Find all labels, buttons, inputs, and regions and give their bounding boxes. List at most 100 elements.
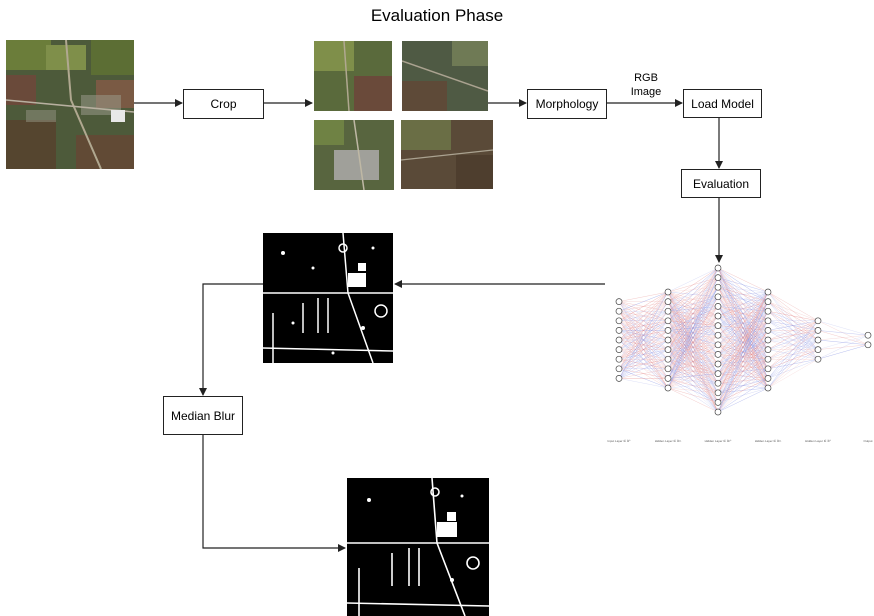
network-edge (767, 291, 819, 331)
network-neuron (714, 322, 722, 329)
network-edge (618, 378, 669, 389)
median-blur-box: Median Blur (163, 396, 243, 435)
network-edge (767, 339, 819, 350)
network-edge (767, 359, 819, 389)
network-edge (667, 267, 719, 360)
network-edge (767, 330, 819, 360)
network-edge (667, 296, 719, 389)
network-edge (817, 335, 869, 360)
network-edge (618, 311, 669, 341)
network-edge (667, 387, 719, 403)
network-neuron (764, 375, 772, 382)
network-neuron (814, 355, 822, 363)
network-edge (717, 339, 769, 413)
network-edge (767, 339, 819, 350)
network-neuron (615, 307, 623, 315)
network-edge (618, 291, 669, 369)
network-edge (667, 383, 719, 389)
network-edge (817, 344, 869, 360)
crop-tile-4 (401, 120, 493, 189)
network-edge (717, 387, 769, 413)
network-edge (717, 296, 769, 302)
network-edge (817, 330, 869, 336)
binary-mask-output (263, 233, 393, 363)
network-edge (667, 354, 719, 379)
network-edge (667, 354, 719, 360)
network-edge (618, 291, 669, 321)
network-neuron (714, 399, 722, 406)
network-edge (618, 320, 669, 379)
network-edge (667, 287, 719, 389)
network-edge (667, 373, 719, 389)
network-edge (717, 301, 769, 413)
network-edge (618, 359, 669, 369)
network-edge (618, 301, 669, 350)
network-edge (618, 330, 669, 379)
network-edge (667, 378, 719, 384)
network-edge (767, 330, 819, 360)
network-edge (667, 267, 719, 341)
network-neuron (764, 317, 772, 325)
page-title: Evaluation Phase (370, 6, 504, 25)
network-neuron (714, 274, 722, 281)
network-neuron (615, 365, 623, 373)
network-edge (767, 320, 819, 389)
network-neuron (814, 346, 822, 353)
network-neuron (714, 303, 722, 310)
network-edge (667, 373, 719, 379)
crop-tile-2 (402, 41, 488, 111)
network-edge (667, 277, 719, 360)
rgb-image-label-line2: Image (630, 86, 662, 98)
network-edge (767, 320, 819, 369)
network-edge (717, 378, 769, 413)
network-edge (817, 335, 869, 341)
network-edge (767, 311, 819, 331)
network-edge (667, 363, 719, 379)
network-edge (667, 267, 719, 389)
network-neuron (814, 336, 822, 344)
network-edge (618, 320, 669, 331)
network-edge (667, 267, 719, 293)
network-edge (618, 349, 669, 360)
blurred-mask-output (347, 478, 489, 616)
network-edge (717, 330, 769, 403)
network-edge (667, 335, 719, 389)
network-neuron (615, 298, 623, 305)
network-neuron (664, 307, 672, 315)
network-layer-label: Hidden Layer ∈ ℝ¹¹ (655, 439, 682, 443)
network-edge (767, 320, 819, 341)
network-edge (717, 287, 769, 293)
network-edge (717, 291, 769, 384)
network-edge (767, 330, 819, 350)
network-edge (717, 311, 769, 355)
network-edge (717, 291, 769, 365)
network-edge (717, 349, 769, 413)
network-edge (817, 320, 869, 336)
rgb-image-label: RGB Image (622, 71, 670, 99)
network-neuron (664, 384, 672, 392)
network-layer-label: Hidden Layer ∈ ℝ⁵ (805, 439, 832, 443)
network-edge (717, 291, 769, 413)
network-edge (767, 320, 819, 350)
network-edge (618, 320, 669, 369)
network-neuron (714, 283, 722, 291)
network-edge (717, 291, 769, 355)
network-edge (667, 387, 719, 393)
network-edge (717, 291, 769, 317)
network-neuron (764, 346, 772, 353)
network-edge (817, 339, 869, 345)
network-edge (717, 320, 769, 413)
network-neuron (764, 336, 772, 344)
network-edge (717, 368, 769, 413)
network-neuron (664, 375, 672, 382)
network-neuron (615, 346, 623, 353)
network-edge (767, 349, 819, 379)
network-edge (817, 344, 869, 350)
network-edge (717, 311, 769, 413)
network-neuron (615, 375, 623, 382)
network-edge (717, 359, 769, 413)
network-edge (667, 378, 719, 403)
network-neuron (664, 355, 672, 363)
network-edge (717, 330, 769, 413)
